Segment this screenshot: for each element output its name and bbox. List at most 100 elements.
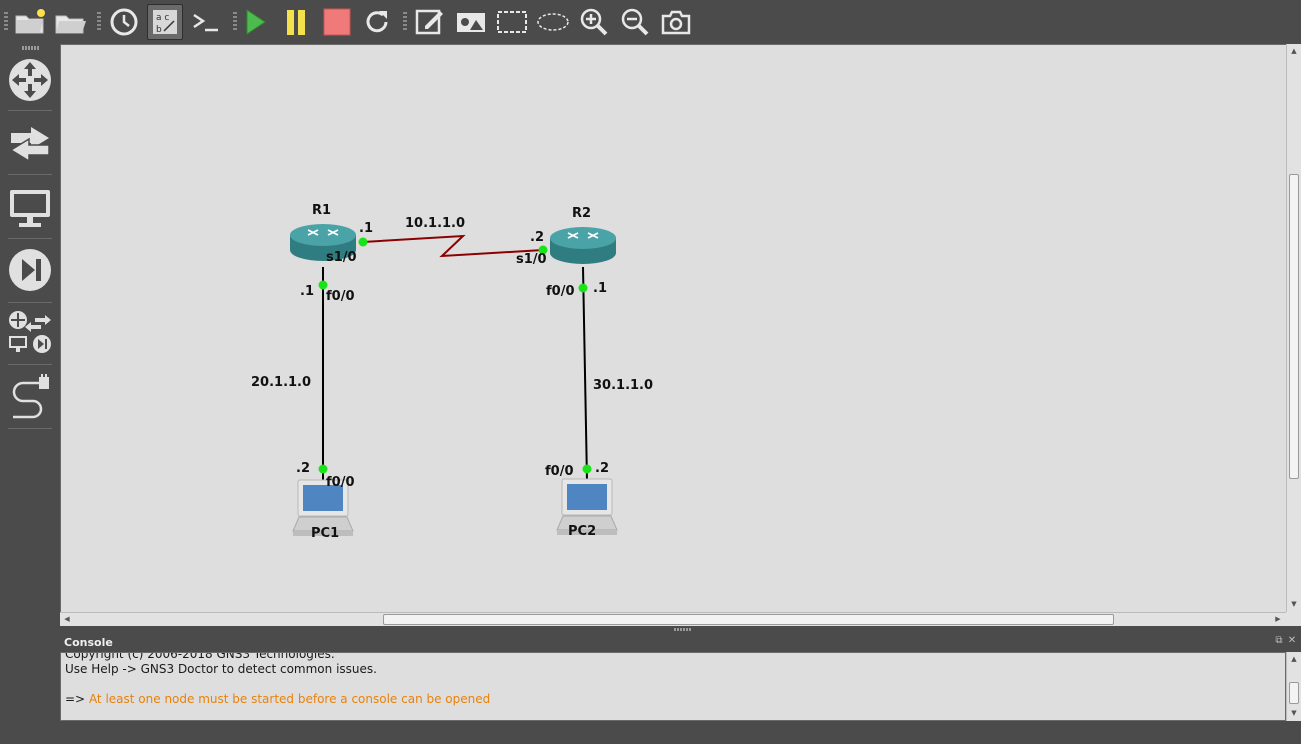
dock-separator (8, 302, 52, 303)
open-project-button[interactable] (52, 4, 88, 40)
draw-rectangle-button[interactable] (494, 4, 530, 40)
scrollbar-corner (1286, 612, 1301, 626)
toolbar-grip[interactable] (403, 12, 407, 32)
port-status-dot (578, 283, 588, 293)
security-device-category-icon (9, 249, 51, 291)
network-label-r2-pc2[interactable]: 30.1.1.0 (593, 378, 654, 393)
console-output[interactable]: Copyright (c) 2006-2018 GNS3 Technologie… (60, 652, 1286, 721)
topology-links (290, 224, 618, 536)
ip-label-pc2-f0-0[interactable]: .2 (595, 461, 609, 476)
toolbar-grip[interactable] (4, 12, 8, 32)
reload-icon (366, 11, 388, 33)
ip-label-r2-f0-0[interactable]: .1 (593, 281, 607, 296)
console-prompt: => (65, 692, 89, 706)
link-r2-pc2[interactable] (582, 266, 588, 482)
end-devices-button[interactable] (6, 183, 54, 231)
zoom-out-button[interactable] (617, 4, 653, 40)
all-devices-button[interactable] (6, 308, 54, 356)
insert-picture-button[interactable] (453, 4, 489, 40)
router-category-icon (9, 59, 51, 101)
zoom-out-icon (621, 8, 649, 36)
add-note-button[interactable] (412, 4, 448, 40)
port-label-r1-s1-0[interactable]: s1/0 (326, 250, 357, 265)
scroll-down-arrow[interactable]: ▼ (1291, 600, 1297, 608)
ip-label-r1-f0-0[interactable]: .1 (300, 284, 314, 299)
scroll-left-arrow[interactable]: ◀ (64, 615, 70, 623)
ellipse-icon (537, 13, 569, 31)
port-status-dot (318, 280, 328, 290)
suspend-all-button[interactable] (278, 4, 314, 40)
horizontal-scroll-thumb[interactable] (383, 614, 1114, 625)
dock-grip[interactable] (22, 46, 40, 50)
console-scroll-down-arrow[interactable]: ▼ (1291, 709, 1297, 717)
dock-separator (8, 428, 52, 429)
add-link-button[interactable] (6, 372, 54, 420)
all-devices-icon (9, 311, 51, 353)
dock-separator (8, 364, 52, 365)
play-icon (246, 9, 266, 35)
rectangle-icon (497, 11, 527, 33)
svg-text:b: b (156, 25, 162, 35)
svg-text:a c: a c (156, 13, 169, 23)
port-label-r2-f0-0[interactable]: f0/0 (546, 284, 575, 299)
console-all-button[interactable] (188, 4, 224, 40)
node-label-r2[interactable]: R2 (572, 206, 592, 221)
router-arrows-icon (307, 229, 339, 236)
stop-all-button[interactable] (319, 4, 355, 40)
port-label-pc2-f0-0[interactable]: f0/0 (545, 464, 574, 479)
pc-pc2[interactable] (556, 478, 618, 535)
security-devices-button[interactable] (6, 246, 54, 294)
switches-button[interactable] (6, 120, 54, 168)
start-all-button[interactable] (237, 4, 273, 40)
network-label-r1-r2[interactable]: 10.1.1.0 (405, 216, 466, 231)
edit-note-icon (415, 9, 443, 35)
zoom-in-icon (580, 8, 608, 36)
port-status-dot (318, 464, 328, 474)
node-label-r1[interactable]: R1 (312, 203, 332, 218)
port-label-pc1-f0-0[interactable]: f0/0 (326, 475, 355, 490)
canvas-vertical-scrollbar[interactable]: ▲ ▼ (1286, 44, 1301, 612)
topology-canvas[interactable]: R1 R2 PC1 PC2 10.1.1.0 .1 s1/0 .2 s1/0 2… (60, 44, 1287, 613)
ip-label-r1-s1-0[interactable]: .1 (359, 221, 373, 236)
snapshot-button[interactable] (106, 4, 142, 40)
routers-button[interactable] (6, 56, 54, 104)
pc-pc1[interactable] (292, 479, 354, 536)
canvas-horizontal-scrollbar[interactable]: ◀ ▶ (60, 612, 1286, 626)
toolbar-grip[interactable] (233, 12, 237, 32)
main-toolbar: a c b (0, 0, 1301, 44)
console-vertical-scrollbar[interactable]: ▲ ▼ (1286, 652, 1301, 721)
node-label-pc2[interactable]: PC2 (568, 524, 597, 539)
terminal-icon (193, 13, 218, 32)
network-label-r1-pc1[interactable]: 20.1.1.0 (251, 375, 312, 390)
new-project-button[interactable] (12, 4, 48, 40)
port-label-r1-f0-0[interactable]: f0/0 (326, 289, 355, 304)
console-close-icon[interactable]: ✕ (1287, 635, 1297, 646)
console-scroll-thumb[interactable] (1289, 682, 1299, 704)
console-scroll-up-arrow[interactable]: ▲ (1291, 655, 1297, 663)
console-warning-text: At least one node must be started before… (88, 692, 491, 706)
device-dock (0, 44, 60, 634)
draw-ellipse-button[interactable] (535, 4, 571, 40)
router-r2[interactable] (550, 227, 616, 264)
reload-all-button[interactable] (359, 4, 395, 40)
link-r1-r2[interactable] (362, 234, 544, 258)
stop-icon (323, 8, 351, 36)
show-interface-labels-button[interactable]: a c b (147, 4, 183, 40)
console-float-icon[interactable]: ⧉ (1275, 635, 1283, 646)
node-label-pc1[interactable]: PC1 (311, 526, 340, 541)
console-splitter-grip[interactable] (674, 628, 692, 631)
console-line-help: Use Help -> GNS3 Doctor to detect common… (65, 662, 377, 676)
clock-icon (110, 8, 138, 36)
router-r1[interactable] (290, 224, 356, 261)
ip-label-r2-s1-0[interactable]: .2 (530, 230, 544, 245)
scroll-right-arrow[interactable]: ▶ (1275, 615, 1281, 623)
zoom-in-button[interactable] (576, 4, 612, 40)
screenshot-button[interactable] (658, 4, 694, 40)
pause-icon (287, 10, 305, 35)
scroll-up-arrow[interactable]: ▲ (1291, 47, 1297, 55)
switch-category-icon (9, 127, 50, 163)
vertical-scroll-thumb[interactable] (1289, 174, 1299, 479)
ip-label-pc1-f0-0[interactable]: .2 (296, 461, 310, 476)
toolbar-grip[interactable] (97, 12, 101, 32)
port-label-r2-s1-0[interactable]: s1/0 (516, 252, 547, 267)
